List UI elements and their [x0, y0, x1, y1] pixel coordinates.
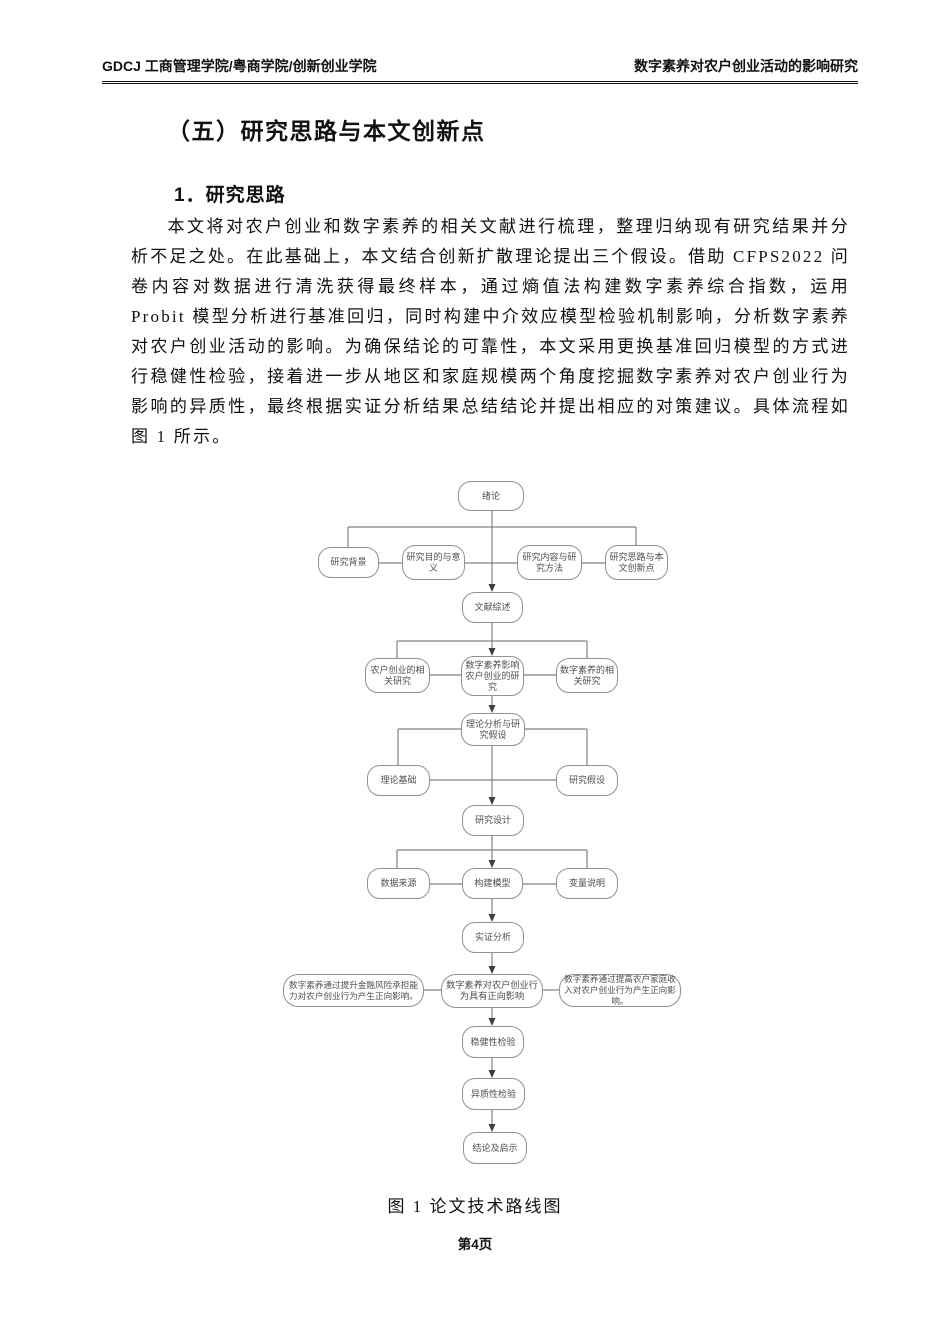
page-number: 第4页: [457, 1237, 493, 1252]
flow-node-research-content-methods: 研究内容与研究方法: [517, 545, 582, 580]
flow-node-theoretical-basis: 理论基础: [367, 765, 430, 796]
body-paragraph: 本文将对农户创业和数字素养的相关文献进行梳理，整理归纳现有研究结果并分析不足之处…: [131, 217, 850, 446]
flow-node-introduction: 绪论: [458, 481, 524, 511]
figure-caption: 图 1 论文技术路线图: [387, 1197, 563, 1216]
flow-node-theory-analysis-hypotheses: 理论分析与研究假设: [461, 713, 525, 746]
header-left-text: GDCJ 工商管理学院/粤商学院/创新创业学院: [102, 58, 377, 74]
flow-node-research-purpose-significance: 研究目的与意义: [402, 545, 465, 580]
flow-node-main-effect: 数字素养对农户创业行为具有正向影响: [441, 974, 543, 1008]
flowchart-connectors: [347, 511, 637, 1132]
flow-node-hypothesis-financial-risk: 数字素养通过提升金融风险承担能力对农户创业行为产生正向影响。: [283, 974, 424, 1007]
flow-node-digital-literacy-impact-research: 数字素养影响农户创业的研究: [461, 656, 524, 696]
flow-node-empirical-analysis: 实证分析: [462, 922, 524, 953]
header-right-text: 数字素养对农户创业活动的影响研究: [634, 58, 858, 74]
flow-node-hypothesis-household-income: 数字素养通过提高农户家庭收入对农户创业行为产生正向影响。: [559, 974, 681, 1007]
flow-node-research-ideas-innovations: 研究思路与本文创新点: [605, 545, 668, 580]
flow-node-variable-description: 变量说明: [556, 868, 618, 899]
flow-node-research-design: 研究设计: [462, 805, 524, 836]
section-title: （五）研究思路与本文创新点: [167, 118, 486, 144]
flow-node-data-source: 数据来源: [367, 868, 430, 899]
page-header: GDCJ 工商管理学院/粤商学院/创新创业学院 数字素养对农户创业活动的影响研究: [102, 56, 858, 84]
flow-node-robustness-test: 稳健性检验: [462, 1026, 524, 1058]
subsection-title: 1．研究思路: [174, 185, 286, 206]
flow-node-literature-review: 文献综述: [462, 592, 523, 623]
flow-node-heterogeneity-test: 异质性检验: [462, 1078, 525, 1110]
flow-node-conclusion-implications: 结论及启示: [463, 1132, 527, 1164]
flow-node-research-background: 研究背景: [318, 547, 379, 578]
flowchart-figure: 绪论 研究背景 研究目的与意义 研究内容与研究方法 研究思路与本文创新点 文献综…: [0, 475, 950, 1175]
arrowheads: [488, 584, 496, 1132]
flow-node-digital-literacy-research: 数字素养的相关研究: [556, 658, 618, 693]
flow-node-model-construction: 构建模型: [462, 868, 523, 899]
flow-node-research-hypotheses: 研究假设: [556, 765, 618, 796]
flow-node-farmer-entrepreneurship-research: 农户创业的相关研究: [365, 658, 430, 693]
